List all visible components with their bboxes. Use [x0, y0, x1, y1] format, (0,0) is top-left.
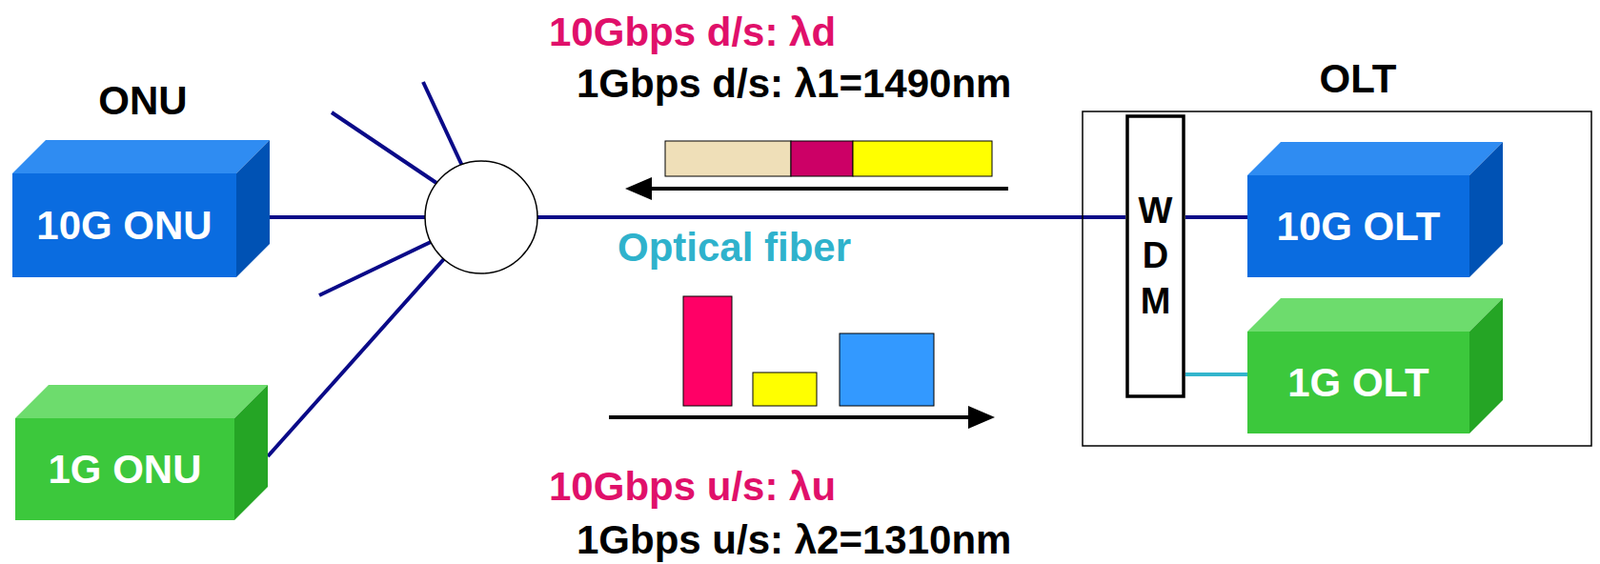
node-face: 10G OLT — [1247, 175, 1470, 278]
box-side — [1469, 141, 1503, 278]
node-text: 1G ONU — [47, 446, 202, 493]
burst-block — [839, 333, 934, 406]
equipment-box: 1G OLT — [1247, 298, 1503, 434]
enclosure-border — [1082, 111, 1592, 446]
arrow-head — [625, 177, 652, 201]
splitter-branch — [319, 242, 431, 296]
direction-arrow — [648, 186, 1009, 191]
olt-enclosure: W D M10G OLT1G OLTOLT — [1081, 110, 1593, 447]
equipment-box: 10G ONU — [12, 140, 270, 278]
splitter-branch — [423, 81, 463, 166]
fiber-link — [1185, 215, 1248, 220]
box-top — [12, 140, 270, 174]
splitter-branch — [331, 112, 437, 183]
signal-label: 10Gbps u/s: λu — [548, 464, 836, 510]
optical-splitter — [425, 161, 538, 274]
box-front — [1247, 175, 1470, 278]
equipment-box: 1G ONU — [15, 384, 268, 521]
direction-arrow — [608, 415, 973, 420]
node-text: W D M — [1135, 188, 1176, 325]
box-side — [234, 384, 268, 521]
node-heading: OLT — [1319, 56, 1398, 102]
box-front — [12, 173, 237, 278]
burst-block — [683, 296, 732, 406]
arrow-head — [968, 405, 995, 429]
box-top — [15, 384, 268, 419]
node-face: 1G OLT — [1247, 331, 1470, 434]
box-front — [15, 418, 235, 521]
node-face: OLT — [1286, 55, 1430, 103]
node-face: W D M — [1125, 114, 1186, 399]
group-label: ONU — [98, 78, 187, 124]
signal-label: 1Gbps u/s: λ2=1310nm — [576, 517, 1012, 564]
box-top — [1247, 141, 1503, 176]
box-front — [1247, 331, 1470, 434]
box-side — [236, 140, 270, 278]
burst-block — [752, 372, 817, 406]
box-top — [1247, 298, 1503, 332]
wdm-border — [1127, 116, 1184, 397]
signal-label: 1Gbps d/s: λ1=1490nm — [576, 60, 1012, 107]
frame-block — [852, 141, 993, 177]
node-face: 1G ONU — [15, 418, 235, 521]
frame-block — [665, 141, 791, 177]
fiber-link — [1185, 372, 1248, 377]
frame-block — [790, 141, 853, 177]
medium-label: Optical fiber — [617, 224, 851, 271]
box-side — [1469, 298, 1503, 434]
node-text: 10G OLT — [1276, 203, 1441, 250]
fiber-link — [267, 217, 1126, 457]
node-face: 10G ONU — [12, 173, 237, 278]
wdm-filter: W D M — [1125, 114, 1186, 399]
signal-label: 10Gbps d/s: λd — [548, 9, 836, 56]
node-text: 1G OLT — [1287, 360, 1430, 406]
node-text: 10G ONU — [36, 202, 212, 249]
equipment-box: 10G OLT — [1247, 141, 1503, 278]
